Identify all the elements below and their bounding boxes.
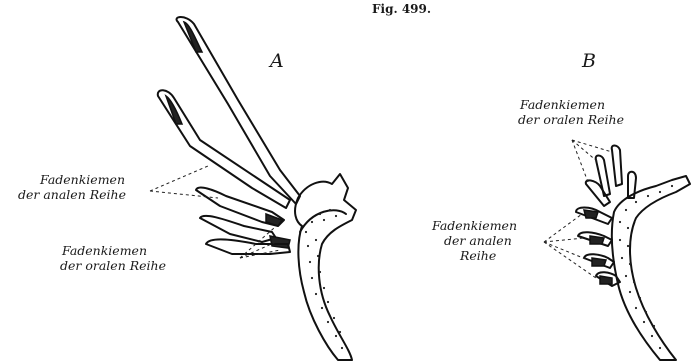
label-a-oral-line1: Fadenkiemen [62, 243, 147, 258]
filament-a-2 [158, 90, 290, 208]
figure-number: Fig. 499. [372, 2, 431, 16]
filament-b-5-core [584, 210, 598, 218]
label-b-anal-line1: Fadenkiemen [432, 218, 517, 233]
filament-b-4 [586, 180, 610, 206]
leader-b-oral-3 [572, 140, 612, 152]
gill-arch-a [295, 174, 356, 360]
label-b-oral-line2: der oralen Reihe [518, 112, 624, 127]
filament-b-6-core [590, 236, 604, 244]
label-b-oral-line1: Fadenkiemen [520, 97, 605, 112]
label-a-oral-line2: der oralen Reihe [60, 258, 166, 273]
leader-b-anal-2 [544, 238, 584, 242]
leader-b-oral-2 [572, 140, 598, 162]
label-b-anal-line2: der analen [444, 233, 512, 248]
leader-b-anal-1 [544, 214, 582, 242]
filament-b-8-core [600, 276, 612, 284]
specimen-b [576, 146, 690, 361]
filament-b-7-core [592, 258, 606, 266]
specimen-a [158, 17, 356, 360]
panel-label-b: B [582, 50, 596, 72]
gill-arch-a-inner [300, 210, 346, 232]
filament-a-4 [200, 216, 276, 242]
panel-label-a: A [270, 50, 284, 72]
label-b-anal-line3: Reihe [460, 248, 496, 263]
gill-arch-b [612, 176, 690, 360]
leader-lines [150, 140, 612, 278]
filament-a-5-core [270, 236, 290, 248]
gill-arch-b-stipple [619, 185, 673, 349]
filament-b-1 [612, 146, 622, 187]
leader-b-oral-1 [572, 140, 588, 182]
label-a-anal-line2: der analen Reihe [18, 187, 126, 202]
filament-a-2-core [166, 96, 182, 124]
label-a-anal-line1: Fadenkiemen [40, 172, 125, 187]
gill-arch-a-stipple [305, 209, 343, 349]
